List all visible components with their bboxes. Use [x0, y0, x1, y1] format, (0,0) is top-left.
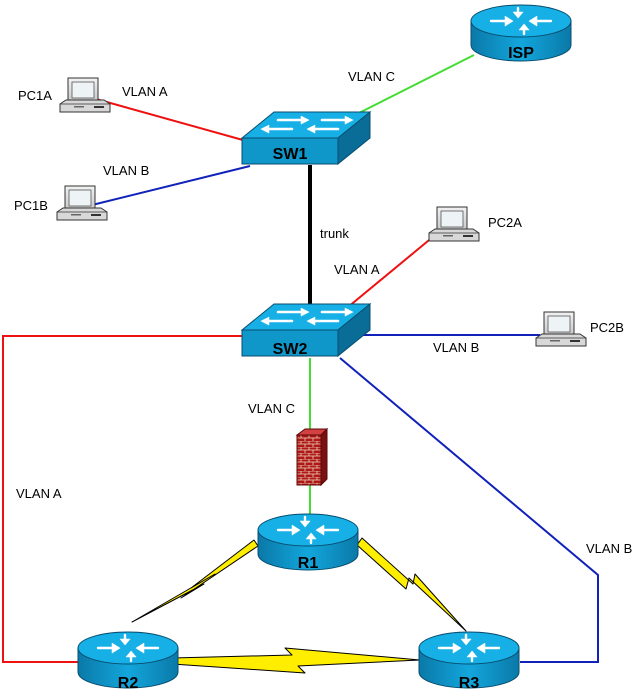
link-label-isp-vlan: VLAN C [348, 69, 395, 84]
link-label-trunk: trunk [320, 226, 349, 241]
serial-link-r1-r2 [131, 539, 259, 623]
pc-icon [59, 77, 111, 113]
link-sw2-r3 [339, 357, 599, 663]
pc-pc1a[interactable] [59, 77, 111, 113]
switch-sw2[interactable]: SW2 [240, 302, 372, 358]
pc-pc2b[interactable] [535, 311, 587, 347]
link-label-r2-vlan: VLAN A [16, 486, 62, 501]
link-sw2-r2 [2, 335, 250, 663]
link-label-firewall-vlan: VLAN C [248, 401, 295, 416]
switch-sw1[interactable]: SW1 [240, 110, 372, 166]
firewall[interactable] [295, 427, 329, 487]
device-label: SW1 [273, 146, 308, 163]
serial-link-r2-r3 [171, 647, 421, 674]
link-label-pc1b-vlan: VLAN B [103, 163, 149, 178]
router-r3[interactable]: R3 [417, 630, 521, 692]
router-r2[interactable]: R2 [76, 630, 180, 692]
link-pc2a-sw2 [341, 235, 435, 313]
router-isp[interactable]: ISP [469, 3, 573, 63]
link-label-r3-vlan: VLAN B [586, 541, 632, 556]
link-isp-sw1 [356, 54, 475, 115]
link-pc1a-sw1 [95, 98, 251, 143]
serial-link-r1-r3 [356, 537, 467, 632]
device-label: R3 [459, 675, 480, 692]
device-label: R1 [298, 555, 319, 572]
pc-icon [535, 311, 587, 347]
pc2a-label: PC2A [488, 215, 522, 230]
link-label-pc1a-vlan: VLAN A [122, 84, 168, 99]
device-label: ISP [508, 45, 534, 62]
device-label: R2 [118, 675, 139, 692]
link-label-pc2a-vlan: VLAN A [334, 262, 380, 277]
pc1b-label: PC1B [14, 198, 48, 213]
pc1a-label: PC1A [18, 88, 52, 103]
firewall-icon [295, 427, 329, 487]
link-label-pc2b-vlan: VLAN B [433, 340, 479, 355]
pc-pc2a[interactable] [428, 206, 480, 242]
router-r1[interactable]: R1 [256, 512, 360, 572]
pc-icon [428, 206, 480, 242]
pc2b-label: PC2B [590, 320, 624, 335]
device-label: SW2 [273, 341, 308, 358]
link-pc1b-sw1 [91, 165, 251, 206]
